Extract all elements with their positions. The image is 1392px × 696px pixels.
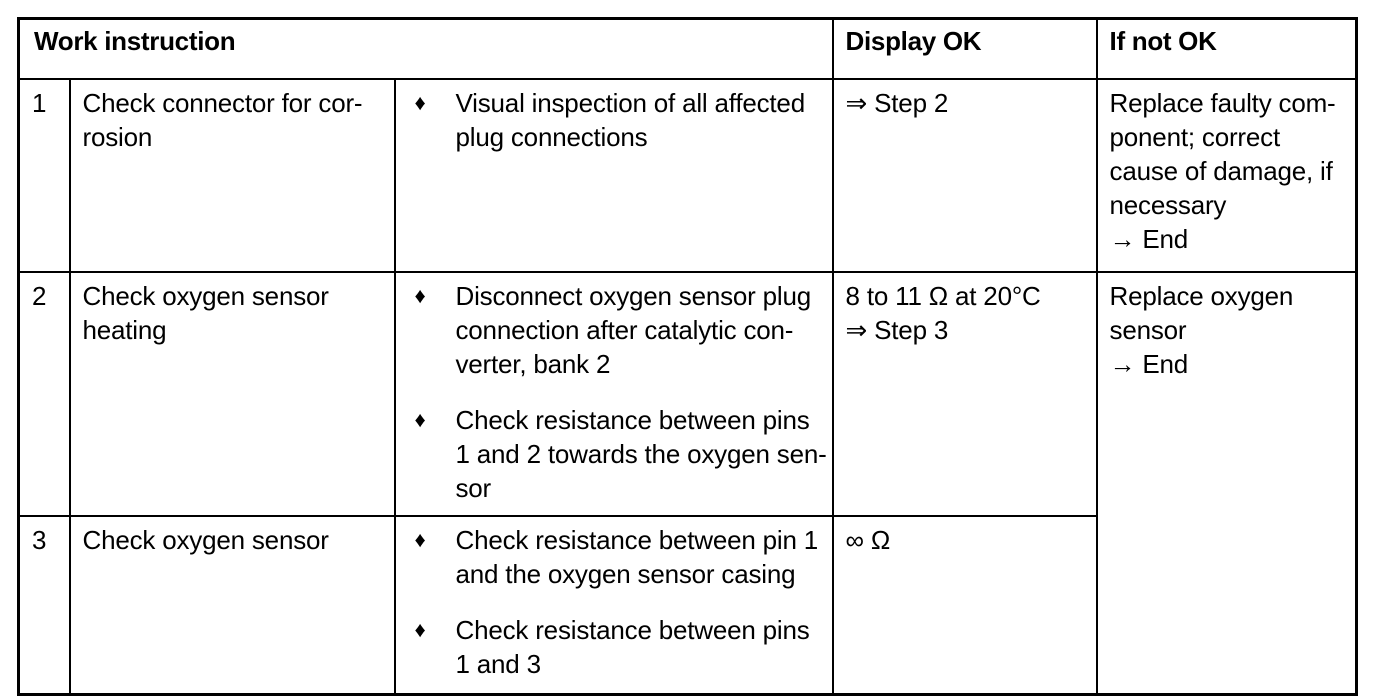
- list-item: ♦ Disconnect oxygen sensor plug connecti…: [408, 279, 822, 381]
- bullet-line: connection after catalytic con-: [455, 315, 794, 345]
- bullet-line: 1 and 2 towards the oxygen sen-: [455, 439, 827, 469]
- step-details: ♦ Disconnect oxygen sensor plug connecti…: [393, 271, 834, 517]
- table-row: 1 Check connector for cor- rosion ♦ Visu…: [17, 78, 1358, 273]
- list-item: ♦ Check resistance between pin 1 and the…: [408, 523, 822, 591]
- bullet-line: Check resistance between pins: [455, 615, 810, 645]
- table-header-row: Work instruction Display OK If not OK: [17, 17, 1358, 80]
- bullet-line: Visual inspection of all affected: [455, 88, 806, 118]
- if-not-ok-line: necessary: [1109, 190, 1227, 220]
- diamond-bullet-icon: ♦: [414, 90, 426, 115]
- task-line: heating: [82, 315, 167, 345]
- display-ok-line: 8 to 11 Ω at 20°C: [845, 281, 1041, 311]
- display-ok-line: ⇒ Step 3: [845, 315, 949, 345]
- if-not-ok-line: → End: [1109, 224, 1189, 254]
- bullet-list: ♦ Check resistance between pin 1 and the…: [408, 523, 822, 681]
- diamond-bullet-icon: ♦: [414, 407, 426, 432]
- bullet-line: Check resistance between pins: [455, 405, 810, 435]
- column-header-display-ok: Display OK: [831, 17, 1098, 80]
- if-not-ok-line: Replace oxygen: [1109, 281, 1294, 311]
- bullet-line: Check resistance between pin 1: [455, 525, 819, 555]
- display-ok-line: ⇒ Step 2: [845, 88, 949, 118]
- step-details: ♦ Visual inspection of all affected plug…: [393, 78, 834, 273]
- step-number: 3: [17, 515, 71, 696]
- bullet-line: sor: [455, 473, 492, 503]
- display-ok-line: ∞ Ω: [845, 525, 891, 555]
- table-row: 2 Check oxygen sensor heating ♦ Disconne…: [17, 271, 1358, 696]
- bullet-line: plug connections: [455, 122, 648, 152]
- diamond-bullet-icon: ♦: [414, 617, 426, 642]
- document-page: Work instruction Display OK If not OK 1 …: [17, 17, 1359, 696]
- diamond-bullet-icon: ♦: [414, 283, 426, 308]
- column-header-if-not-ok: If not OK: [1095, 17, 1358, 80]
- bullet-line: 1 and 3: [455, 649, 542, 679]
- task-description: Check oxygen sensor: [68, 515, 396, 696]
- display-ok-value: 8 to 11 Ω at 20°C ⇒ Step 3: [831, 271, 1098, 517]
- step-number: 1: [17, 78, 71, 273]
- bullet-list: ♦ Visual inspection of all affected plug…: [408, 86, 822, 154]
- if-not-ok-line: cause of damage, if: [1109, 156, 1333, 186]
- if-not-ok-line: ponent; correct: [1109, 122, 1281, 152]
- diamond-bullet-icon: ♦: [414, 527, 426, 552]
- bullet-line: verter, bank 2: [455, 349, 611, 379]
- task-line: Check connector for cor-: [82, 88, 363, 118]
- task-description: Check oxygen sensor heating: [68, 271, 396, 517]
- task-description: Check connector for cor- rosion: [68, 78, 396, 273]
- work-instruction-table: Work instruction Display OK If not OK 1 …: [17, 17, 1359, 696]
- bullet-line: and the oxygen sensor casing: [455, 559, 796, 589]
- task-line: Check oxygen sensor: [82, 281, 329, 311]
- if-not-ok-line: Replace faulty com-: [1109, 88, 1336, 118]
- if-not-ok-action: Replace faulty com- ponent; correct caus…: [1095, 78, 1358, 273]
- if-not-ok-line: → End: [1109, 349, 1189, 379]
- list-item: ♦ Visual inspection of all affected plug…: [408, 86, 822, 154]
- bullet-line: Disconnect oxygen sensor plug: [455, 281, 812, 311]
- display-ok-value: ∞ Ω: [831, 515, 1098, 696]
- step-details: ♦ Check resistance between pin 1 and the…: [393, 515, 834, 696]
- bullet-list: ♦ Disconnect oxygen sensor plug connecti…: [408, 279, 827, 505]
- step-number: 2: [17, 271, 71, 517]
- if-not-ok-action: Replace oxygen sensor → End: [1095, 271, 1358, 696]
- column-header-work-instruction: Work instruction: [17, 17, 834, 80]
- task-line: Check oxygen sensor: [82, 525, 329, 555]
- display-ok-value: ⇒ Step 2: [831, 78, 1098, 273]
- task-line: rosion: [82, 122, 153, 152]
- list-item: ♦ Check resistance between pins 1 and 3: [408, 613, 822, 681]
- list-item: ♦ Check resistance between pins 1 and 2 …: [408, 403, 827, 505]
- if-not-ok-line: sensor: [1109, 315, 1187, 345]
